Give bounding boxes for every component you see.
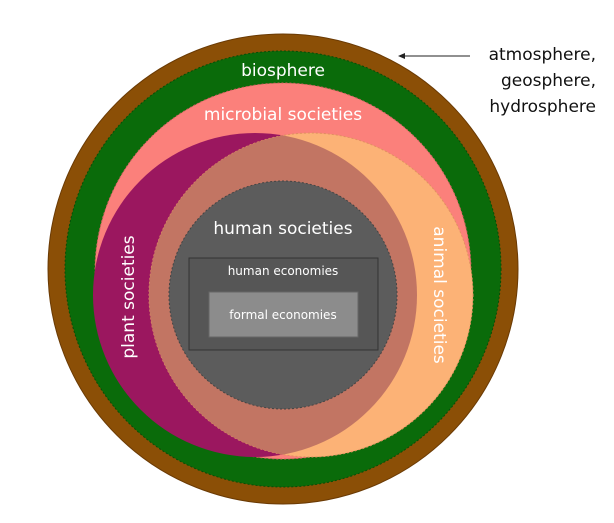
plant-societies-label: plant societies — [119, 235, 139, 358]
atmosphere-label: atmosphere, — [488, 45, 596, 65]
geosphere-label: geosphere, — [500, 71, 596, 91]
human-economies-label: human economies — [228, 264, 339, 278]
biosphere-label: biosphere — [241, 61, 325, 81]
hydrosphere-label: hydrosphere — [489, 97, 596, 117]
formal-economies-label: formal economies — [229, 308, 336, 322]
human-societies-label: human societies — [213, 219, 352, 239]
outer-spheres-label: atmosphere, geosphere, hydrosphere — [489, 42, 596, 120]
formal-economies-box — [208, 291, 359, 338]
animal-societies-label: animal societies — [429, 226, 449, 364]
arrowhead-icon — [398, 53, 405, 59]
microbial-societies-label: microbial societies — [204, 105, 362, 125]
